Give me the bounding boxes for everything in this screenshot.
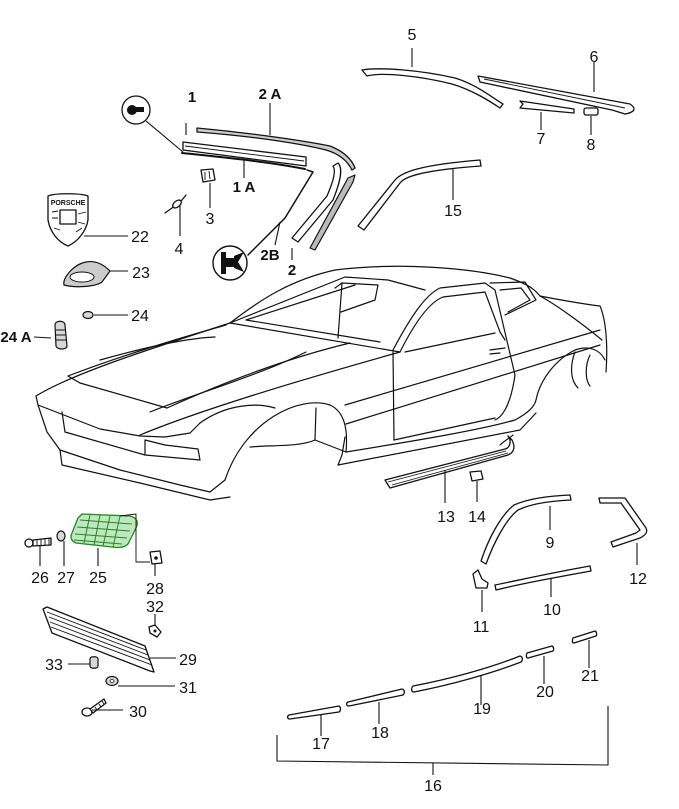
part-1a-seal-strip: 1 A: [181, 152, 306, 196]
label-19: 19: [473, 701, 491, 718]
part-6-roof-trim-right: 6: [477, 49, 635, 115]
part-31-washer: 31: [105, 675, 197, 697]
label-24a: 24 A: [0, 329, 31, 346]
label-26: 26: [31, 570, 49, 587]
part-15-door-frame-seal: 15: [357, 159, 482, 231]
label-4: 4: [175, 241, 184, 258]
part-28-clip-nut: 28: [146, 550, 164, 598]
label-9: 9: [546, 535, 555, 552]
part-26-screw: 26: [24, 537, 52, 587]
label-27: 27: [57, 570, 75, 587]
label-31: 31: [179, 680, 197, 697]
label-22: 22: [131, 229, 149, 246]
label-17: 17: [312, 736, 330, 753]
part-9-window-seal: 9: [480, 494, 572, 565]
part-21-molding: 21: [571, 630, 599, 685]
label-14: 14: [468, 509, 486, 526]
part-18-molding: 18: [345, 688, 406, 742]
label-3: 3: [206, 211, 215, 228]
label-11: 11: [473, 619, 490, 636]
label-29: 29: [179, 652, 197, 669]
label-18: 18: [371, 725, 389, 742]
key-icon: [127, 105, 144, 115]
part-10-belt-seal: 10: [494, 565, 592, 619]
label-15: 15: [444, 203, 462, 220]
car-body-outline: [35, 265, 608, 501]
part-22-porsche-crest: PORSCHE 22: [47, 193, 149, 247]
label-20: 20: [536, 684, 554, 701]
label-33: 33: [45, 657, 63, 674]
label-23: 23: [132, 265, 150, 282]
label-6: 6: [590, 49, 599, 66]
part-2-side-seal: 2: [288, 162, 356, 279]
label-5: 5: [408, 27, 417, 44]
key-symbol: [121, 95, 184, 153]
label-1: 1: [188, 89, 196, 106]
part-23-crest-gasket: 23: [63, 260, 150, 288]
label-10: 10: [543, 602, 561, 619]
part-17-molding: 17: [286, 705, 342, 753]
part-16-molding-set-bracket: 16: [276, 706, 609, 795]
label-2b: 2B: [260, 247, 279, 264]
part-4-spring: 4: [164, 194, 187, 258]
label-28: 28: [146, 581, 164, 598]
part-5-roof-trim-left: 5: [361, 27, 504, 109]
label-21: 21: [581, 668, 599, 685]
part-24-grommet: 24: [82, 308, 149, 325]
part-14-clip: 14: [468, 470, 486, 526]
part-20-molding: 20: [525, 645, 555, 701]
label-32: 32: [146, 599, 164, 616]
label-12: 12: [629, 571, 647, 588]
part-25-grille-highlighted[interactable]: 25: [70, 513, 150, 587]
part-24a-plug: 24 A: [0, 320, 68, 350]
part-7-trim-piece: 7: [519, 100, 575, 148]
label-2: 2: [288, 262, 296, 279]
label-7: 7: [537, 131, 546, 148]
bonding-symbol: [212, 245, 248, 281]
part-30-screw: 30: [81, 698, 147, 721]
part-32-clip: 32: [146, 599, 164, 638]
label-13: 13: [437, 509, 455, 526]
part-2b-wire: 2B: [247, 169, 314, 264]
label-8: 8: [587, 137, 596, 154]
label-1a: 1 A: [233, 179, 256, 196]
label-2a: 2 A: [259, 86, 282, 103]
label-16: 16: [424, 778, 442, 795]
part-12-rear-window-seal: 12: [598, 497, 648, 588]
part-27-washer: 27: [56, 530, 75, 587]
part-8-end-cap: 8: [583, 107, 599, 154]
part-3-clip: 3: [200, 168, 216, 228]
part-11-corner-piece: 11: [472, 569, 490, 636]
part-2a-upper-seal: 2 A: [196, 86, 356, 171]
label-25: 25: [89, 570, 107, 587]
label-30: 30: [129, 704, 147, 721]
part-1-windshield-molding: 1: [182, 89, 307, 167]
adhesive-bond-icon: [221, 252, 244, 274]
part-33-nut: 33: [45, 656, 99, 674]
label-24: 24: [131, 308, 149, 325]
crest-text: PORSCHE: [51, 200, 86, 207]
part-29-lower-grille: 29: [42, 606, 197, 673]
part-13-sill-trim: 13: [384, 434, 515, 526]
part-19-molding: 19: [410, 655, 524, 718]
